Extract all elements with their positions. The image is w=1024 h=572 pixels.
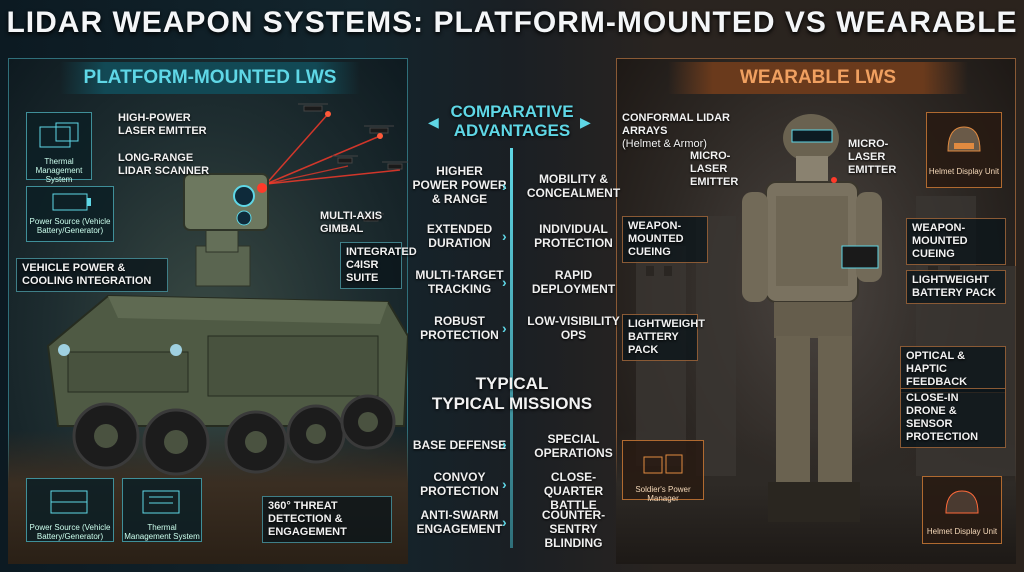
mission-right: COUNTER-SENTRY BLINDING [541,508,606,550]
center-spine [510,148,513,548]
helmet-icon [947,126,981,152]
label-conformal-lidar: CONFORMAL LIDAR ARRAYS (Helmet & Armor) [622,112,752,151]
advantage-right: INDIVIDUAL PROTECTION [534,222,613,250]
label-laser-emitter: HIGH-POWER LASER EMITTER [118,112,207,137]
label-conformal-sub: (Helmet & Armor) [622,138,707,150]
card-label: Soldier's Power Manager [635,485,691,503]
mission-right: SPECIAL OPERATIONS [534,432,613,460]
thermal-management-card-top: Thermal Management System [26,112,92,184]
chevron-right-icon: › [502,320,507,336]
thermal-unit-icon [142,490,180,514]
chevron-right-icon: › [502,178,507,194]
chevron-right-icon: › [502,436,507,452]
arrow-right-icon: ▶ [580,114,591,130]
card-label: Helmet Display Unit [928,167,1000,176]
page-title: LIDAR WEAPON SYSTEMS: PLATFORM-MOUNTED V… [6,6,1018,39]
label-cueing-left: WEAPON-MOUNTED CUEING [622,216,708,263]
helmet-display-card-top: Helmet Display Unit [926,112,1002,188]
power-source-card-top: Power Source (Vehicle Battery/Generator) [26,186,114,242]
card-label: Thermal Management System [124,523,200,541]
mission-left: CONVOY PROTECTION [420,470,499,498]
label-conformal-title: CONFORMAL LIDAR ARRAYS [622,112,730,137]
thermal-management-card-bottom: Thermal Management System [122,478,202,542]
card-label: Thermal Management System [35,157,83,184]
label-micro-laser-right: MICRO-LASER EMITTER [848,138,897,176]
advantage-left: EXTENDED DURATION [426,222,493,250]
wearable-header: WEARABLE LWS [668,62,968,94]
chevron-right-icon: › [502,514,507,530]
card-label: Helmet Display Unit [926,527,998,536]
advantage-left: ROBUST PROTECTION [420,314,499,342]
label-lidar-scanner: LONG-RANGE LIDAR SCANNER [118,152,210,177]
thermal-unit-icon [39,122,79,148]
missions-header: TYPICAL MISSIONS [431,394,593,413]
label-c4isr: INTEGRATED C4ISR SUITE [340,242,417,289]
advantage-right: LOW-VISIBILITY OPS [527,314,620,342]
platform-header: PLATFORM-MOUNTED LWS [60,62,360,94]
label-cueing-right: WEAPON-MOUNTED CUEING [906,218,1006,265]
advantages-header: COMPARATIVE ADVANTAGES [450,102,574,140]
arrow-left-icon: ◀ [428,114,439,130]
advantage-left: MULTI-TARGET TRACKING [415,268,504,296]
mission-left: BASE DEFENSE [412,438,507,452]
chevron-right-icon: › [502,274,507,290]
chevron-right-icon: › [502,228,507,244]
card-label: Power Source (Vehicle Battery/Generator) [29,523,111,541]
missions-header-top: TYPICAL [475,374,549,393]
label-drone-protection: CLOSE-IN DRONE & SENSOR PROTECTION [900,388,1006,448]
label-battery-right: LIGHTWEIGHT BATTERY PACK [906,270,1006,304]
label-gimbal: MULTI-AXIS GIMBAL [320,210,383,235]
battery-icon [50,490,88,514]
label-threat-detection: 360° THREAT DETECTION & ENGAGEMENT [262,496,392,543]
advantage-left: HIGHER POWER POWER & RANGE [412,164,507,206]
chevron-right-icon: › [502,476,507,492]
helmet-display-card-bottom: Helmet Display Unit [922,476,1002,544]
label-vehicle-power: VEHICLE POWER & COOLING INTEGRATION [16,258,168,292]
advantage-right: RAPID DEPLOYMENT [531,268,616,296]
power-source-card-bottom: Power Source (Vehicle Battery/Generator) [26,478,114,542]
advantage-right: MOBILITY & CONCEALMENT [526,172,621,200]
power-manager-card: Soldier's Power Manager [622,440,704,503]
mission-left: ANTI-SWARM ENGAGEMENT [416,508,503,536]
mission-right: CLOSE-QUARTER BATTLE [543,470,604,512]
label-battery-left: LIGHTWEIGHT BATTERY PACK [622,314,705,361]
label-micro-laser-left: MICRO-LASER EMITTER [690,150,739,188]
helmet-icon [945,490,979,514]
card-label: Power Source (Vehicle Battery/Generator) [29,217,111,235]
label-haptic-feedback: OPTICAL & HAPTIC FEEDBACK [900,346,1006,393]
armored-vehicle-illustration [46,103,408,476]
battery-icon [52,193,91,211]
power-manager-icon [643,454,683,474]
